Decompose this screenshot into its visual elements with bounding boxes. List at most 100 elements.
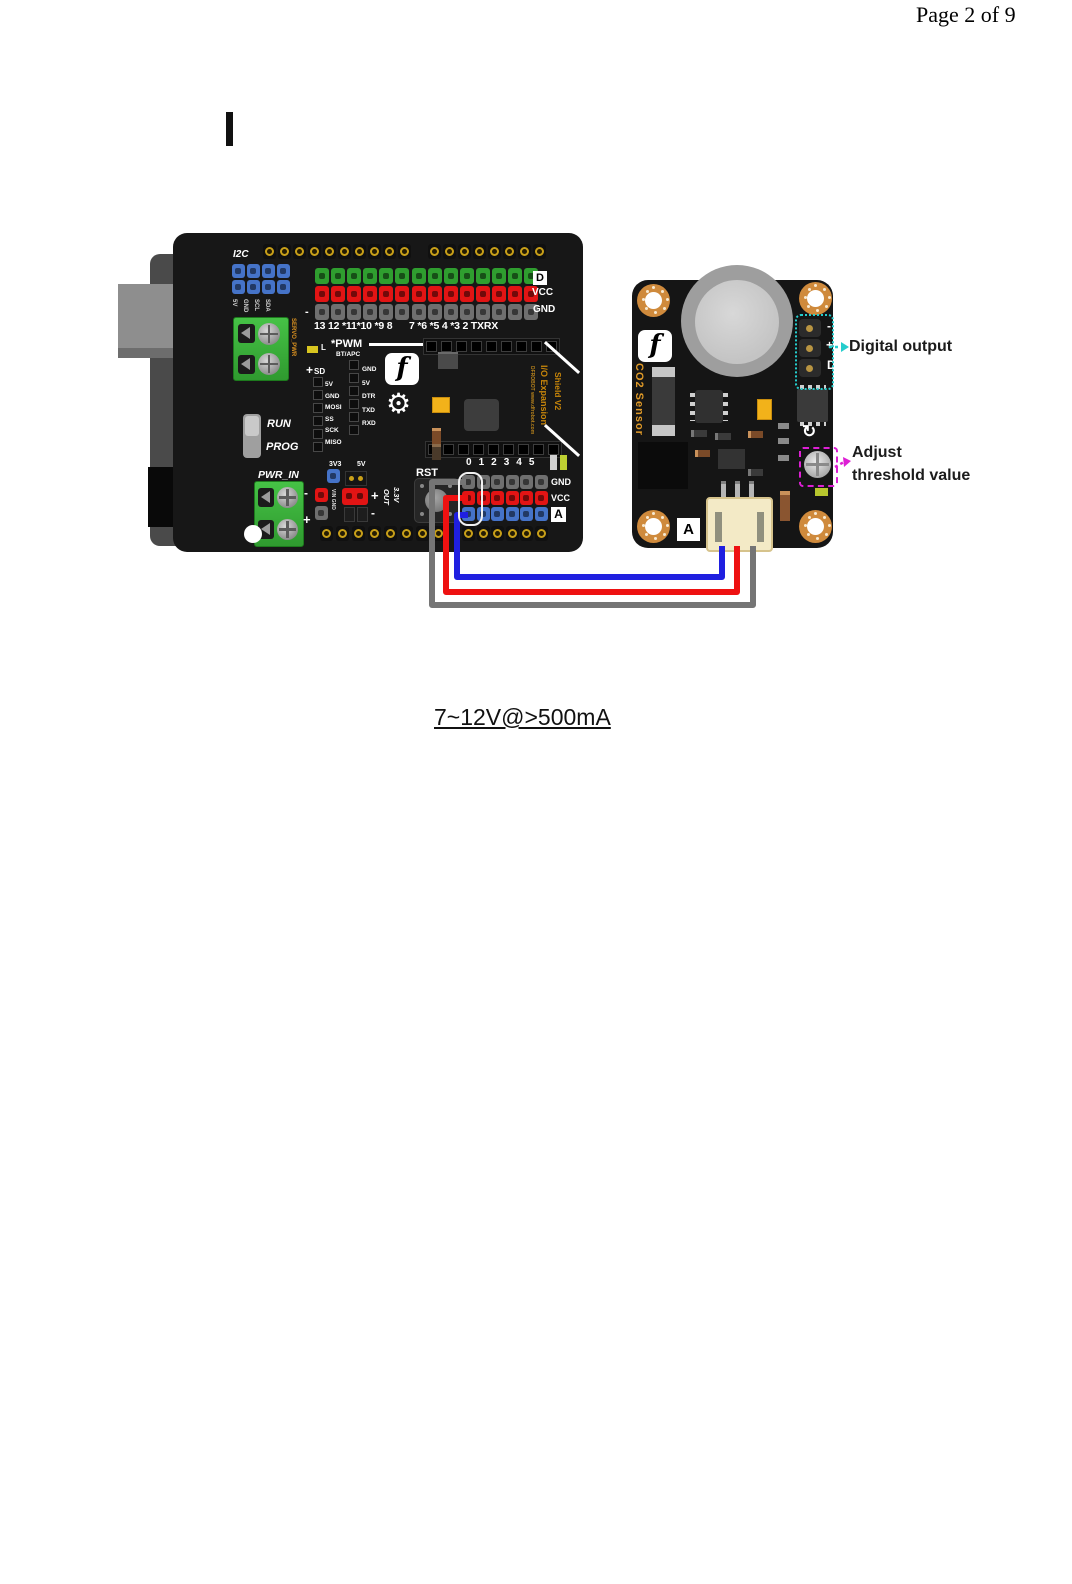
indicator-led-green	[560, 455, 567, 470]
component-block	[718, 449, 745, 469]
v5-label: 5V	[357, 461, 366, 468]
servo-pwr-label: SERVO_PWR	[290, 318, 296, 357]
capacitor	[652, 367, 675, 436]
gear-icon: ⚙	[386, 388, 412, 419]
servo-plus: +	[306, 363, 314, 377]
prog-label: PROG	[266, 441, 299, 453]
pwm-line	[369, 343, 423, 346]
vin-pin	[315, 488, 328, 502]
i2c-pin-row-1	[232, 264, 290, 278]
digital-row-d-left	[315, 268, 409, 284]
pwm-label: *PWM	[331, 338, 363, 350]
i2c-label: I2C	[233, 249, 249, 260]
run-prog-switch[interactable]	[243, 414, 261, 458]
pwr-plus: +	[303, 512, 311, 527]
power-note: 7~12V@>500mA	[434, 704, 611, 730]
bt-apc-label: BT/APC	[336, 351, 361, 358]
top-header-right	[428, 244, 546, 259]
indicator-led	[550, 455, 557, 470]
digital-row-gnd-left	[315, 304, 409, 320]
brand-text: DFROBOT www.dfrobot.com	[529, 366, 535, 435]
smd8-ic	[797, 385, 828, 426]
bt-apc-header	[349, 360, 359, 438]
green-led	[815, 488, 828, 496]
pwr-in-terminal	[254, 481, 304, 547]
resistor	[691, 430, 707, 437]
smd-ic	[438, 352, 458, 369]
jumper-minus: -	[371, 506, 375, 520]
dfrobot-logo: f	[638, 330, 672, 362]
gas-sensor-can	[681, 265, 793, 377]
analog-a-box: A	[551, 507, 566, 522]
transistor	[464, 399, 499, 431]
edge-diagonal	[543, 340, 581, 375]
sensor-name: CO2 Sensor	[633, 363, 645, 436]
jst-connector	[706, 497, 773, 552]
dip8-ic	[690, 390, 728, 423]
resistor	[432, 444, 441, 460]
digital-vcc-label: VCC	[532, 287, 554, 298]
io-expansion-shield: I2C 5V GND SCL SDA SERVO_PWR - +	[173, 233, 583, 552]
shield-name-2: Shield V2	[553, 372, 563, 411]
digital-row-d-right	[412, 268, 538, 284]
run-label: RUN	[267, 418, 291, 430]
analog-vcc-label: VCC	[551, 493, 571, 503]
v33-label: 3V3	[329, 461, 342, 468]
servo-power-terminal	[233, 317, 289, 381]
bt-pin-labels: GND 5V DTR TXD RXD	[362, 366, 377, 427]
i2c-pin-row-2	[232, 280, 290, 294]
wiring-diagram: I2C 5V GND SCL SDA SERVO_PWR - +	[0, 0, 1072, 760]
adjust-label-line1: Adjust	[852, 444, 902, 461]
sd-header	[313, 377, 323, 455]
resistor	[778, 423, 789, 429]
analog-numbers: 0 1 2 3 4 5	[466, 457, 535, 468]
socket-strip-top	[423, 338, 560, 355]
analog-a-box: A	[677, 518, 700, 541]
pin0-highlight	[458, 472, 483, 526]
rst-label: RST	[416, 467, 438, 479]
rst-button[interactable]	[414, 478, 459, 523]
co2-sensor-board: f CO2 Sensor	[632, 265, 838, 552]
gnd-pin	[315, 506, 328, 520]
digital-labels-left: 13 12 *11*10 *9 8	[314, 320, 393, 332]
v33-out-label: 3.3V	[392, 487, 401, 503]
bottom-header-left	[320, 526, 445, 541]
jumper-pin	[344, 507, 355, 522]
resistor	[695, 450, 710, 457]
bottom-header-right	[462, 526, 548, 541]
resistor	[432, 428, 441, 444]
pin-minus-label: -	[827, 319, 831, 333]
resistor	[748, 431, 763, 438]
mounting-hole	[637, 284, 670, 317]
pin-d-label: D	[827, 358, 836, 372]
digital-output-highlight	[795, 314, 834, 390]
l-label: L	[321, 343, 326, 352]
digital-row-vcc-right	[412, 286, 538, 302]
analog-gnd-label: GND	[551, 477, 571, 487]
yellow-led	[757, 399, 772, 420]
threshold-potentiometer[interactable]	[804, 451, 831, 478]
resistor	[778, 455, 789, 461]
digital-row-gnd-right	[412, 304, 538, 320]
flame-icon: f	[649, 330, 661, 360]
mounting-hole	[637, 510, 670, 543]
shield-name-1: I/O Expansion	[539, 365, 549, 426]
flame-icon: f	[396, 353, 408, 383]
pin-plus-label: +	[826, 338, 834, 352]
pwr-minus: -	[304, 486, 308, 500]
text-cursor[interactable]	[226, 112, 233, 146]
digital-output-label: Digital output	[849, 338, 953, 355]
threshold-highlight	[799, 447, 838, 487]
adjust-label-line2: threshold value	[852, 467, 971, 484]
status-led-yellow	[432, 397, 450, 413]
top-header-left	[263, 244, 411, 259]
resistor	[748, 469, 763, 476]
sd-label: SD	[314, 367, 326, 376]
digital-row-vcc-left	[315, 286, 409, 302]
digital-gnd-label: GND	[533, 304, 556, 315]
jumper-plus: +	[371, 488, 379, 503]
jumper-pin	[357, 507, 368, 522]
rotate-icon: ↻	[802, 422, 817, 441]
pwr-in-label: PWR_IN	[258, 469, 299, 481]
